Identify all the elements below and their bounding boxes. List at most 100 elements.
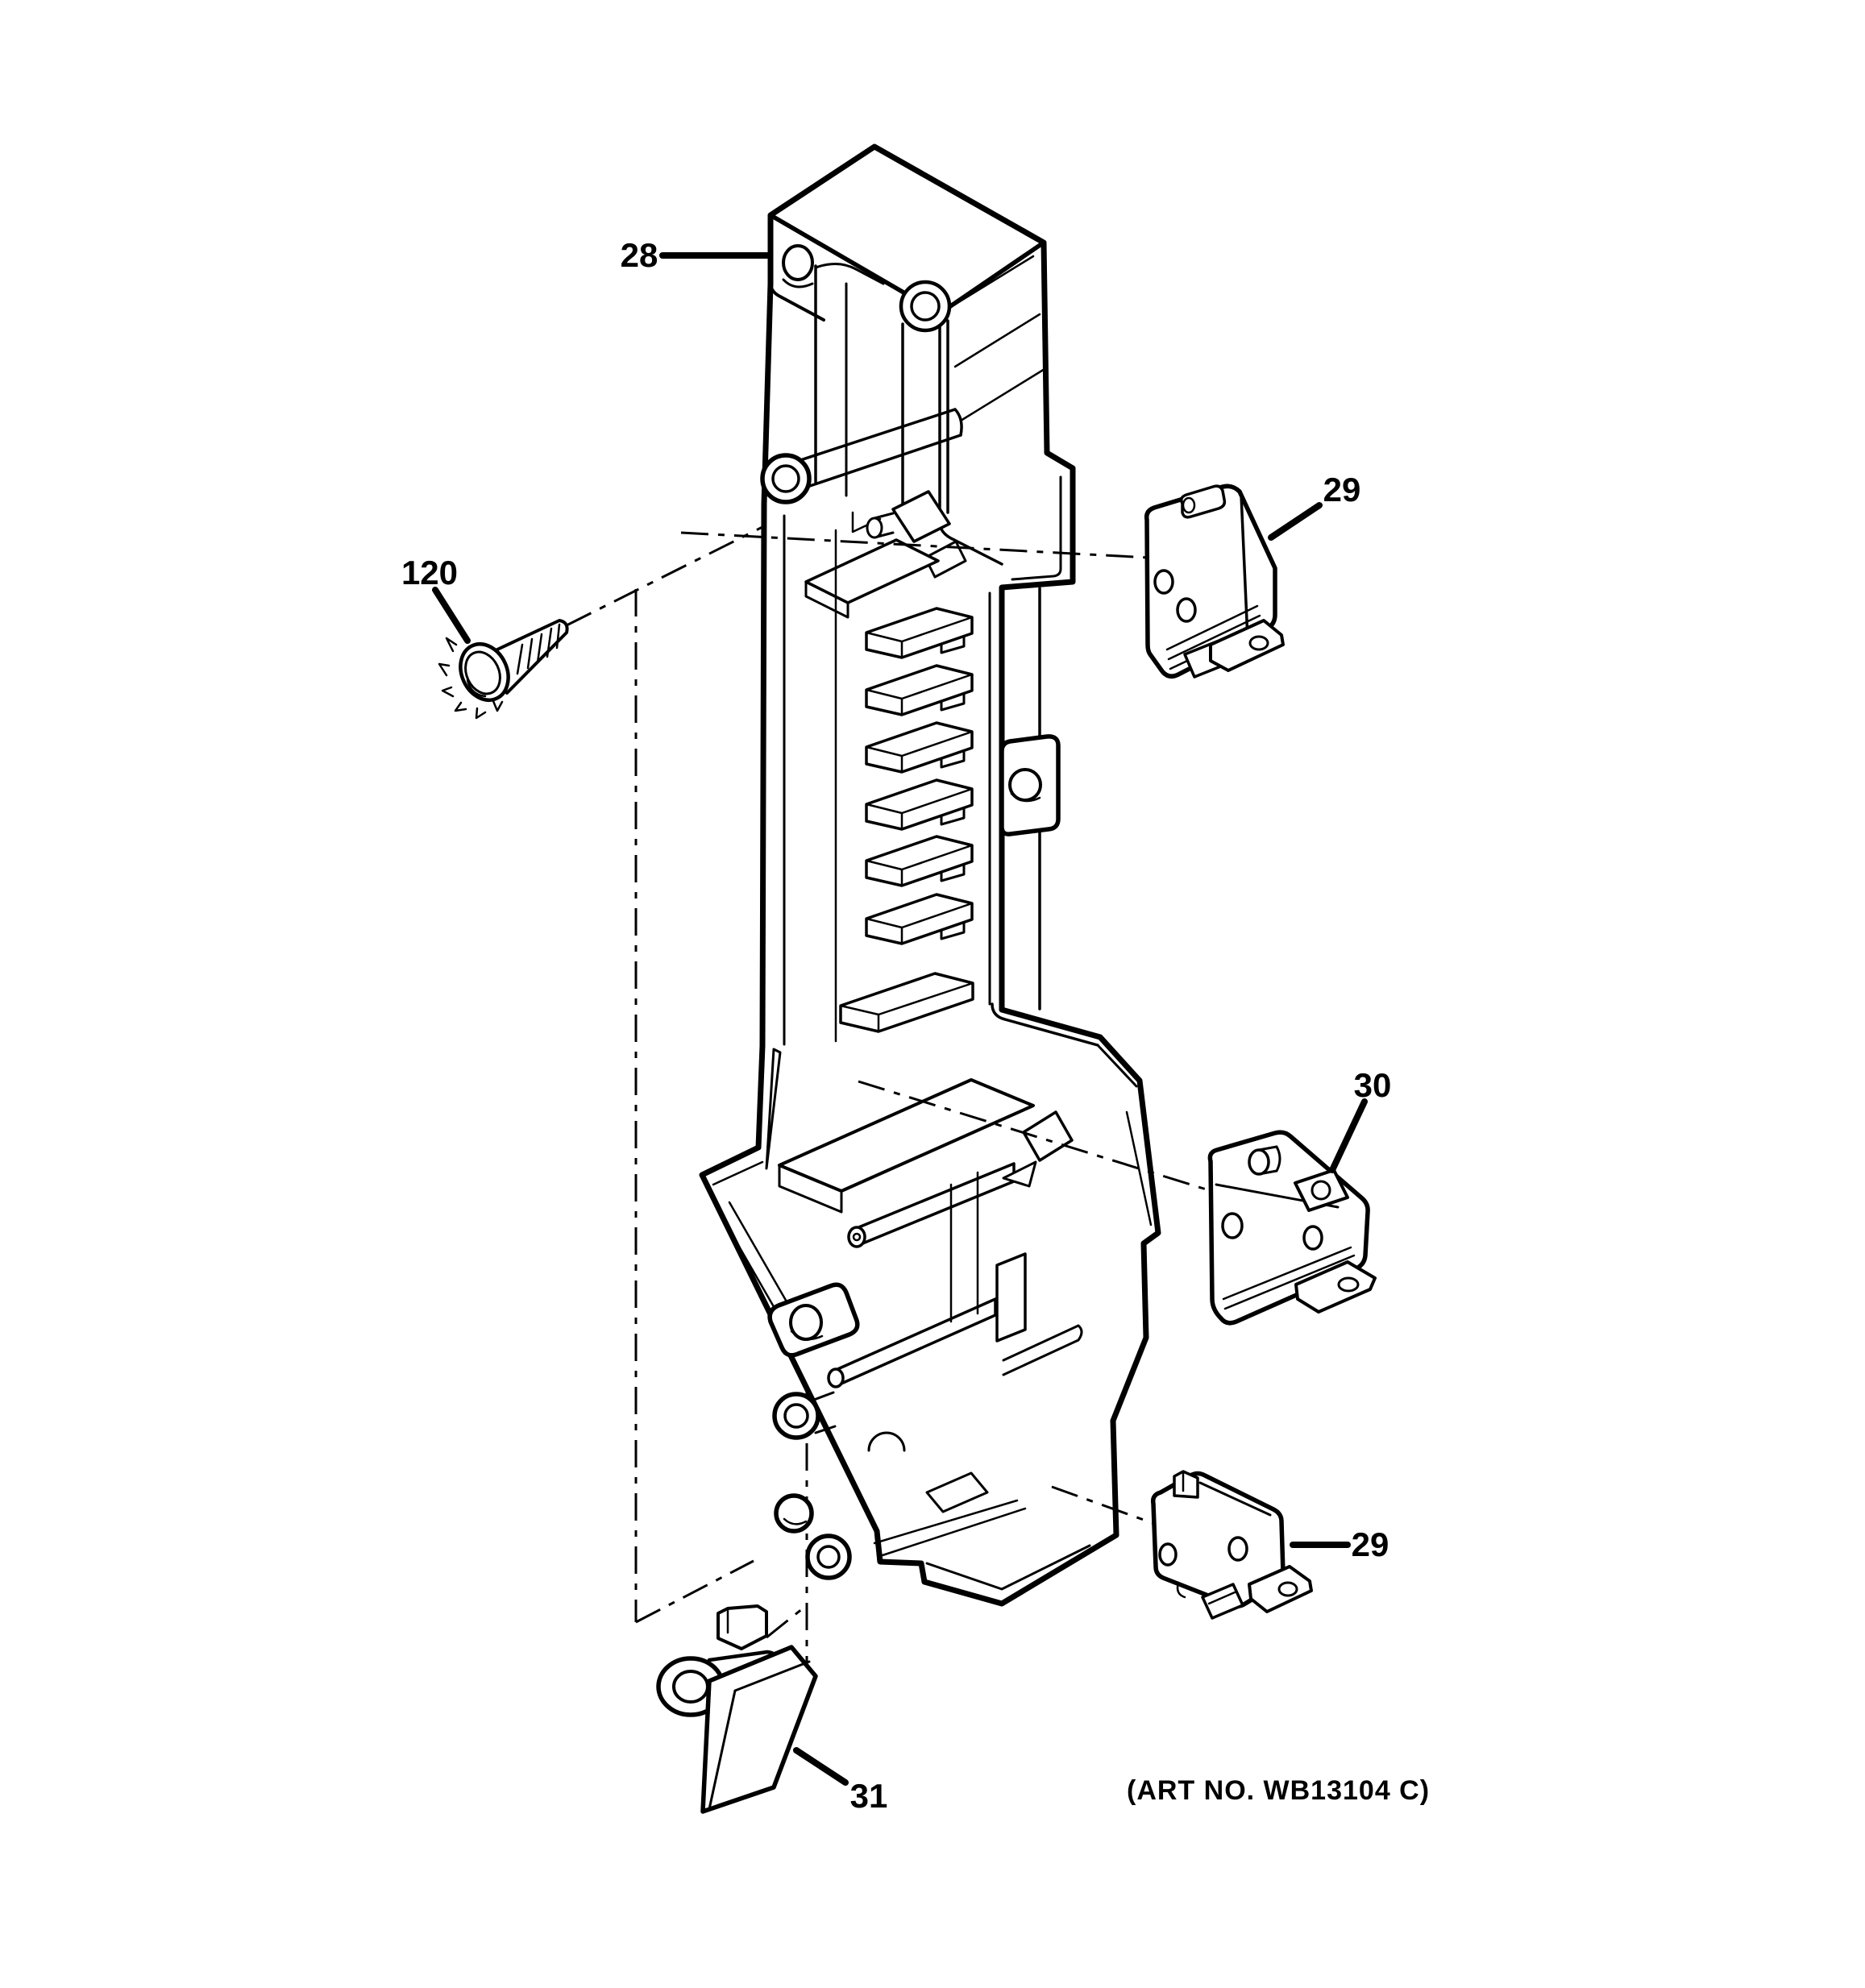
right-face-line	[1125, 1110, 1153, 1226]
notch-top-edge	[814, 263, 885, 285]
keeper-arrow	[1002, 1160, 1037, 1188]
switch-lower-terminal-2-edge	[1207, 1591, 1236, 1605]
lever-blade	[700, 1645, 818, 1814]
switch-pocket-inset	[1011, 475, 1062, 581]
neck-shelf	[804, 538, 940, 604]
switch-upper-face-edge	[1240, 493, 1249, 641]
ear-lobe-3-hole	[816, 1545, 841, 1569]
switch-upper-slot-end	[1182, 496, 1196, 514]
art-number: (ART NO. WB13104 C)	[1127, 1775, 1430, 1806]
ear-lobe-3	[805, 1534, 852, 1580]
switch-lower-hook	[1176, 1581, 1186, 1599]
ear-lobe-2	[774, 1493, 814, 1534]
center-line-screw	[566, 525, 765, 627]
center-line-switch-middle	[858, 1080, 1210, 1192]
latch-body	[699, 143, 1161, 1607]
switch-upper-terminal-1	[1209, 619, 1285, 672]
callout-120: 120	[401, 554, 458, 591]
upper-right-pivot-boss	[899, 280, 952, 333]
leader-29-upper	[1268, 502, 1323, 541]
switch-middle-plunger	[1248, 1148, 1270, 1176]
switch-lower-plunger-block	[1173, 1470, 1199, 1499]
center-line-diagonal-left	[635, 1559, 754, 1624]
upper-left-ear-edge	[769, 284, 825, 322]
upper-right-pivot-hole	[910, 291, 941, 322]
switch-lower-hole-2	[1227, 1536, 1248, 1562]
interlock-switch-lower	[1150, 1470, 1313, 1620]
interior-platform-front	[778, 1164, 843, 1214]
callout-28: 28	[621, 236, 658, 274]
lever-blade-bend	[708, 1660, 811, 1811]
ear-lobe-1-hole	[783, 1403, 809, 1429]
callout-30: 30	[1354, 1066, 1392, 1104]
leader-31	[793, 1747, 849, 1786]
ear-lobe-1	[772, 1392, 820, 1440]
ear-lobe-2-shadow	[783, 1517, 808, 1525]
ear-square-shadow	[790, 1330, 824, 1341]
ear-square	[767, 1282, 860, 1358]
switch-middle-terminal	[1294, 1260, 1377, 1314]
interior-platform	[778, 1078, 1035, 1193]
tray-strips	[873, 1499, 1027, 1557]
latch-wedge	[924, 540, 967, 579]
switch-upper-hole-2	[1176, 597, 1197, 623]
switch-lower-hole-1	[1158, 1542, 1178, 1567]
vent-fins	[839, 607, 974, 1033]
center-line-diagonal-lever	[766, 1604, 808, 1639]
bottom-boss-arc	[867, 1431, 906, 1452]
center-posts	[949, 1171, 979, 1323]
switch-upper-hole-1	[1153, 569, 1174, 595]
side-slot	[995, 1252, 1027, 1343]
upper-left-pivot-hole	[782, 244, 814, 281]
lower-left-pivot-boss	[760, 453, 812, 504]
lever-key-block	[717, 1604, 768, 1650]
switch-middle-hole-2	[1302, 1225, 1323, 1251]
door-latch-lever	[656, 1604, 818, 1814]
leader-30	[1329, 1098, 1368, 1173]
wall-spike	[765, 1048, 782, 1170]
neck-shelf-front	[804, 580, 849, 619]
ear-lobe-1-stub	[812, 1391, 837, 1434]
assembly-lines-over	[680, 531, 1210, 1525]
pivot-boss-stem	[901, 319, 949, 517]
screw-shank	[496, 619, 569, 695]
roof-inner-edge	[991, 1002, 1099, 1047]
bottom-block	[925, 1471, 989, 1513]
right-face-shading	[948, 255, 1046, 422]
ledge-inner	[712, 1160, 764, 1186]
upper-left-pivot-undercut	[782, 278, 814, 288]
screw-head-arc	[466, 679, 487, 698]
interlock-switch-middle	[1207, 1130, 1377, 1326]
interlock-switch-upper	[1144, 484, 1285, 679]
pivot-pin-lower	[827, 1297, 997, 1388]
side-ear-hole-shadow	[1010, 792, 1041, 803]
washer-teeth	[438, 637, 504, 720]
left-mount-ears	[767, 1282, 860, 1580]
latch-flag	[891, 490, 951, 543]
latch-rod	[796, 408, 963, 490]
callouts: 28 120 29 30 29 31	[401, 236, 1391, 1815]
leader-120	[432, 587, 471, 644]
tray-step	[874, 1531, 880, 1563]
roof-corner	[1096, 1044, 1138, 1088]
side-mount-ear	[999, 734, 1061, 836]
keeper-diamond	[1022, 1110, 1074, 1162]
switch-middle-bracket-hole	[1310, 1180, 1331, 1201]
tray-inner-edge	[925, 1544, 1091, 1591]
screw-threads	[516, 623, 561, 675]
lower-left-pivot-hole	[771, 464, 800, 493]
switch-middle-laminations	[1222, 1246, 1356, 1310]
door-bar	[716, 1201, 789, 1311]
mounting-screw	[438, 619, 569, 720]
callout-29-upper: 29	[1323, 471, 1361, 508]
center-line-switch-lower	[1051, 1485, 1153, 1525]
switch-middle-bracket	[1294, 1168, 1349, 1212]
switch-upper-terminal-hole	[1248, 635, 1269, 651]
callout-29-lower: 29	[1352, 1525, 1389, 1563]
callout-31: 31	[850, 1777, 888, 1815]
switch-lower-face-edge	[1198, 1481, 1272, 1517]
switch-middle-terminal-hole	[1337, 1276, 1360, 1293]
ledge-edge	[700, 1146, 760, 1177]
